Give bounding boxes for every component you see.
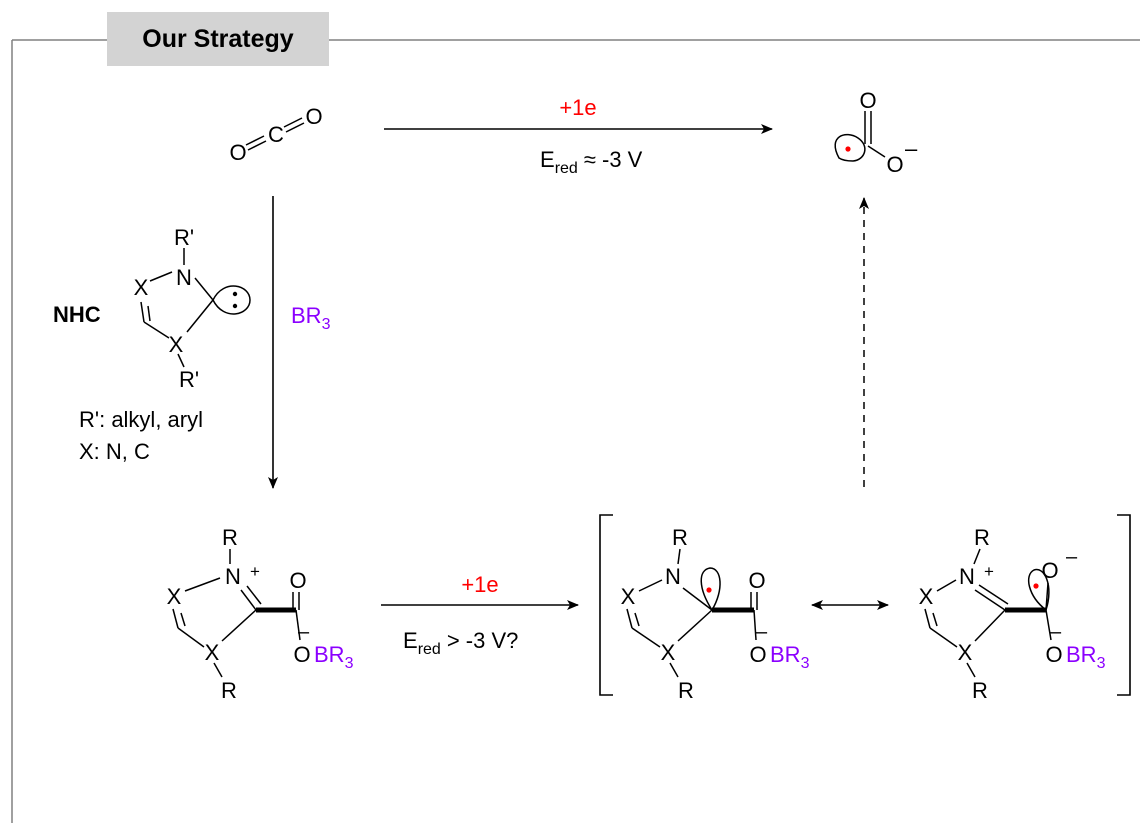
nhc-x-bottom: X xyxy=(169,332,184,357)
nhc-label: NHC xyxy=(53,302,101,327)
nhc-r-prime-top: R' xyxy=(174,225,194,250)
top-electron-label: +1e xyxy=(559,95,596,120)
form-a-radical-dot xyxy=(706,587,712,593)
nhc-note-x: X: N, C xyxy=(79,439,150,464)
adduct-borane: BR3 xyxy=(314,642,354,672)
form-b-borane: BR3 xyxy=(1066,642,1106,672)
left-bracket xyxy=(599,514,613,696)
co2-carbon: C xyxy=(268,122,284,147)
strategy-title-tab: Our Strategy xyxy=(107,12,329,66)
form-b-r-bottom: R xyxy=(972,678,988,703)
form-a-radical-orbital xyxy=(700,567,721,612)
form-b-radical-dot xyxy=(1033,583,1039,589)
form-b-r-top: R xyxy=(974,525,990,550)
form-a-ester-oxygen: O xyxy=(749,642,766,667)
bottom-potential-label: Ered> -3 V? xyxy=(403,628,518,658)
adduct-oxygen-charge: – xyxy=(298,621,310,643)
adduct-carbonyl-oxygen: O xyxy=(289,568,306,593)
form-b-plus-charge: + xyxy=(984,562,994,581)
nhc-structure: R' N X X R' xyxy=(134,225,251,392)
adduct-x-top: X xyxy=(167,584,182,609)
co2-bonds xyxy=(245,117,305,151)
form-b-radical-orbital xyxy=(1027,568,1050,612)
adduct-nitrogen: N xyxy=(225,564,241,589)
strategy-title: Our Strategy xyxy=(142,24,294,53)
co2-molecule: O C O xyxy=(229,104,322,165)
nhc-x-top: X xyxy=(134,275,149,300)
form-a-x-bottom: X xyxy=(661,640,676,665)
form-a-borane: BR3 xyxy=(770,642,810,672)
nhc-r-prime-bottom: R' xyxy=(179,367,199,392)
anion-oxygen-right: O xyxy=(886,152,903,177)
adduct-plus-charge: + xyxy=(250,562,260,581)
form-a-oxygen-charge: – xyxy=(756,621,768,643)
form-b-ester-oxygen: O xyxy=(1045,642,1062,667)
carbene-lone-pair-orbital xyxy=(212,285,251,315)
lone-pair-dot-bottom xyxy=(232,303,238,309)
form-b-oxy-anion: O xyxy=(1041,558,1058,583)
form-b-oxy-anion-charge: – xyxy=(1066,546,1078,568)
form-b-oxygen-charge: – xyxy=(1050,621,1062,643)
adduct-r-top: R xyxy=(222,525,238,550)
radical-dot xyxy=(845,146,851,152)
nhc-note-r-prime: R': alkyl, aryl xyxy=(79,407,203,432)
frame xyxy=(11,39,1140,823)
adduct-x-bottom: X xyxy=(205,640,220,665)
radical-orbital-lobe xyxy=(834,133,866,162)
resonance-brackets xyxy=(599,514,1131,696)
form-b-x-top: X xyxy=(919,584,934,609)
form-b-x-bottom: X xyxy=(958,640,973,665)
form-b-nitrogen: N xyxy=(959,564,975,589)
form-a-r-top: R xyxy=(672,525,688,550)
form-a-x-top: X xyxy=(621,584,636,609)
adduct-r-bottom: R xyxy=(221,678,237,703)
anion-oxygen-top: O xyxy=(859,88,876,113)
adduct-ester-oxygen: O xyxy=(293,642,310,667)
form-a-carbonyl-oxygen: O xyxy=(748,568,765,593)
form-a-r-bottom: R xyxy=(678,678,694,703)
nhc-nitrogen: N xyxy=(176,265,192,290)
co2-radical-anion: O O – xyxy=(834,88,918,177)
right-bracket xyxy=(1117,514,1131,696)
nhc-co2-borane-adduct: R N + X X R O O – BR3 xyxy=(167,525,354,703)
form-a-nitrogen: N xyxy=(665,564,681,589)
top-potential-label: Ered≈ -3 V xyxy=(540,147,643,177)
anion-charge: – xyxy=(905,136,918,161)
bottom-electron-label: +1e xyxy=(461,572,498,597)
radical-adduct-form-b: R N + X X R O – O – BR3 xyxy=(919,525,1106,703)
radical-adduct-form-a: R N X X R O O – BR3 xyxy=(621,525,810,703)
co2-oxygen-left: O xyxy=(229,140,246,165)
borane-reagent: BR3 xyxy=(291,303,331,333)
lone-pair-dot-top xyxy=(232,291,238,297)
co2-oxygen-right: O xyxy=(305,104,322,129)
